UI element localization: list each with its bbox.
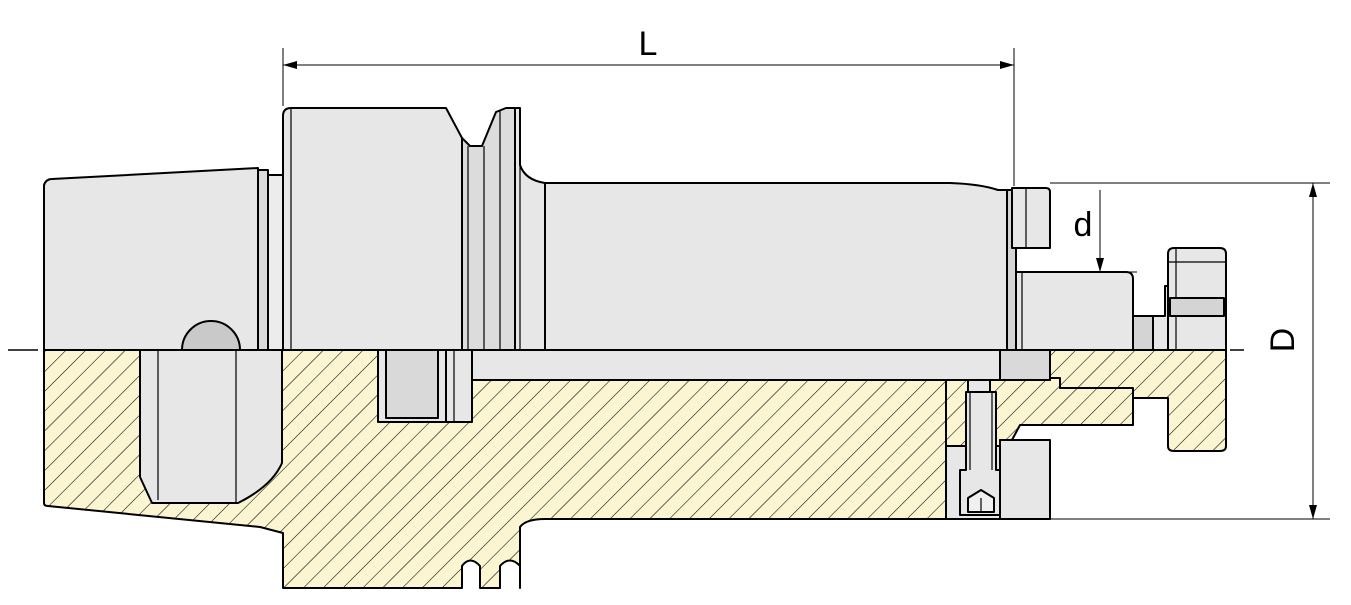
section-screw — [1049, 349, 1227, 452]
bore-taper-pocket — [43, 349, 283, 504]
pilot — [1015, 271, 1134, 351]
lower-section-view — [43, 349, 1227, 589]
shank-ring-2 — [267, 174, 284, 351]
dimension-d: d — [1016, 190, 1137, 273]
flange — [282, 107, 463, 351]
taper-shank — [43, 167, 259, 351]
shank-ring-1 — [257, 169, 269, 351]
screw-head-recess — [1169, 297, 1225, 317]
upper-exterior-view — [43, 107, 1227, 380]
bore-step — [445, 349, 473, 423]
dimension-D: D — [946, 182, 1330, 520]
inner-sleeve — [471, 349, 1001, 381]
coolant-tube — [385, 349, 439, 419]
drive-key — [1011, 187, 1051, 249]
dim-D-label: D — [1264, 328, 1302, 353]
dim-d-label: d — [1074, 206, 1093, 244]
v-groove — [461, 107, 516, 351]
screw-neck — [1132, 315, 1154, 351]
dimension-L: L — [282, 25, 1015, 186]
dim-L-label: L — [639, 25, 658, 63]
collar-pocket — [999, 439, 1051, 520]
main-body — [544, 182, 1008, 351]
inner-sleeve-end — [999, 349, 1051, 381]
screw-shoulder — [1152, 285, 1169, 351]
